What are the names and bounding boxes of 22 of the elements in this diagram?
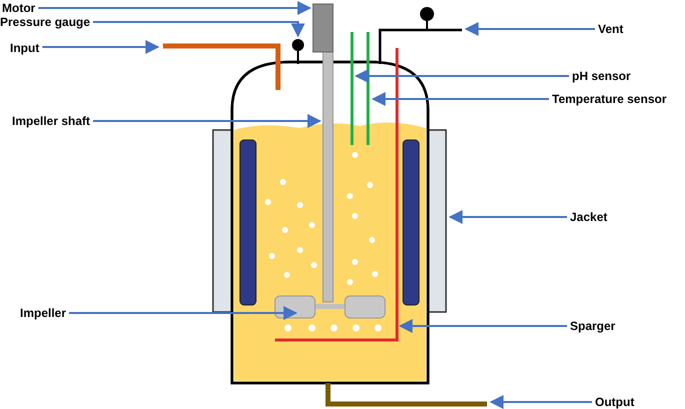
leader-arrow [372,92,549,106]
leader-arrow [464,22,595,36]
leader-arrow [69,306,298,320]
leader-arrow [354,69,569,83]
leader-arrow [448,210,567,224]
part-label: Pressure gauge [0,15,90,29]
part-label: Temperature sensor [552,92,666,106]
part-label: Sparger [570,319,616,333]
part-label: pH sensor [572,69,631,83]
part-label: Motor [2,1,36,15]
part-label: Jacket [570,210,608,224]
leader-arrow [490,395,592,409]
part-label: Vent [598,22,624,36]
part-label: Output [595,395,634,409]
leader-arrow [93,21,305,38]
part-label: Impeller shaft [12,114,90,128]
leader-arrow [42,40,160,54]
leader-arrow [38,1,312,15]
leader-arrow [93,114,322,128]
part-label: Impeller [20,306,66,320]
part-label: Input [10,41,40,55]
leader-arrow [398,319,567,333]
